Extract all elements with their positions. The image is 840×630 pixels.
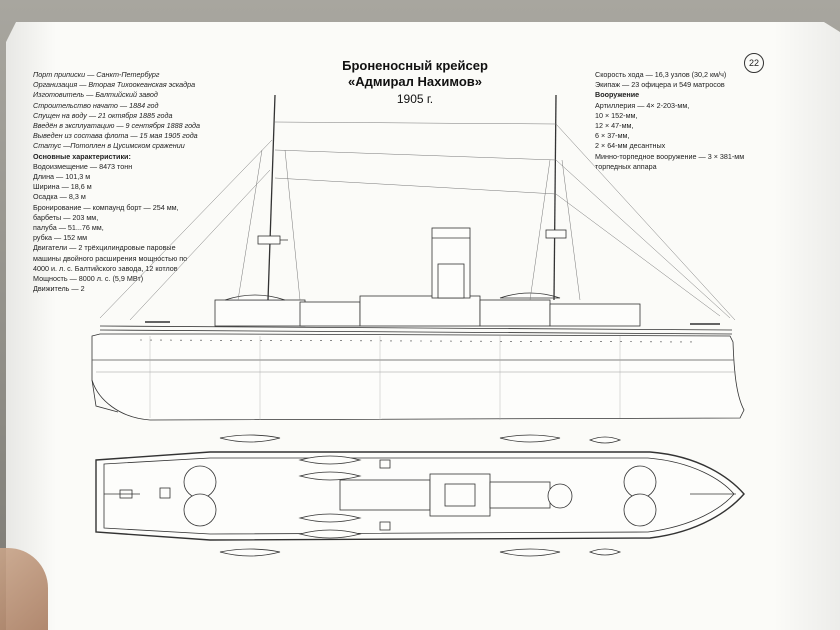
spec-line: 4000 и. л. с. Балтийского завода, 12 кот… (33, 263, 178, 273)
spec-line: Статус —Потоплен в Цусимском сражении (33, 141, 185, 151)
spec-line: 12 × 47-мм, (595, 121, 634, 131)
spec-line: рубка — 152 мм (33, 233, 88, 243)
spec-line: Бронирование — компаунд борт — 254 мм, (33, 202, 179, 212)
spec-line: Артиллерия — 4× 2-203-мм, (595, 100, 690, 110)
top-view-drawing (95, 434, 745, 557)
spec-line: 6 × 37-мм, (595, 131, 630, 141)
spec-line: Спущен на воду — 21 октября 1885 года (33, 110, 173, 120)
spec-line: палуба — 51...76 мм, (33, 223, 104, 233)
title-year: 1905 г. (396, 92, 434, 106)
spec-line: Мощность — 8000 л. с. (5,9 МВт) (33, 274, 144, 284)
spec-line: Минно-торпедное вооружение — 3 × 381-мм (595, 151, 745, 161)
spec-line: торпедных аппара (595, 161, 657, 171)
spec-line: Движитель — 2 (33, 284, 85, 294)
spec-line: Изготовитель — Балтийский завод (33, 90, 158, 100)
specs-right-column: Скорость хода — 16,3 узлов (30,2 км/ч)Эк… (595, 70, 795, 172)
spec-line: Двигатели — 2 трёхцилиндровые паровые (33, 243, 176, 253)
spec-line: Экипаж — 23 офицера и 549 матросов (595, 80, 725, 90)
spec-line: Водоизмещение — 8473 тонн (33, 161, 133, 171)
spec-line: Строительство начато — 1884 год (33, 100, 159, 110)
spec-line: Основные характеристики: (33, 151, 131, 161)
page-title: Броненосный крейсер «Адмирал Нахимов» 19… (285, 58, 545, 108)
spec-line: Скорость хода — 16,3 узлов (30,2 км/ч) (595, 70, 727, 79)
spec-line: 2 × 64-мм десантных (595, 141, 666, 151)
title-line-1: Броненосный крейсер (342, 58, 488, 73)
spec-line: Ширина — 18,6 м (33, 182, 92, 192)
spec-line: Порт приписки — Санкт-Петербург (33, 70, 160, 79)
spec-line: машины двойного расширения мощностью по (33, 253, 188, 263)
spec-line: Введён в эксплуатацию — 9 сентября 1888 … (33, 121, 201, 131)
title-line-2: «Адмирал Нахимов» (348, 74, 482, 89)
side-view-drawing (91, 94, 745, 421)
spec-line: барбеты — 203 мм, (33, 212, 99, 222)
spec-line: Выведен из состава флота — 15 мая 1905 г… (33, 131, 198, 141)
page-number: 22 (744, 53, 764, 73)
spec-line: 10 × 152-мм, (595, 110, 638, 120)
spec-line: Организация — Вторая Тихоокеанская эскад… (33, 80, 196, 90)
spec-line: Вооружение (595, 90, 640, 100)
spec-line: Осадка — 8,3 м (33, 192, 86, 202)
spec-line: Длина — 101,3 м (33, 172, 91, 182)
